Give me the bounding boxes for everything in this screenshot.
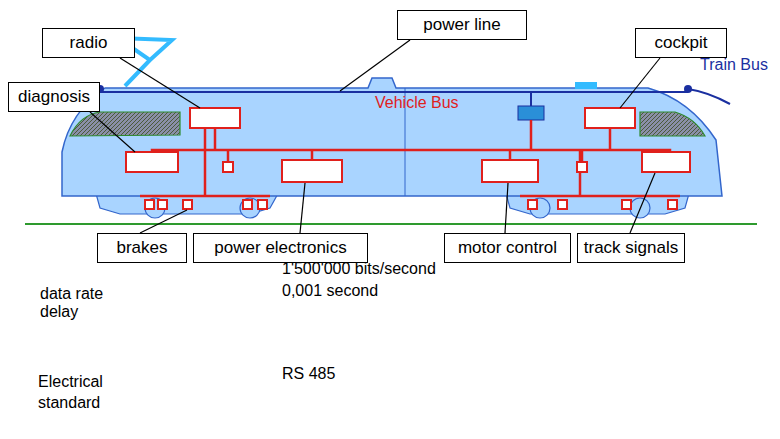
label-box: brakes (97, 233, 187, 263)
label-text: power line (423, 15, 501, 35)
annotation-label: Train Bus (700, 55, 768, 76)
label-box: cockpit (635, 28, 727, 58)
annotation-label: RS 485 (282, 364, 335, 385)
power-line-wire (100, 91, 688, 93)
label-box: power electronics (193, 233, 368, 263)
ground-line (25, 223, 757, 225)
sensor (145, 200, 677, 209)
window (70, 112, 180, 136)
device-box (126, 108, 690, 182)
label-box: motor control (444, 233, 571, 263)
annotation-label: delay (40, 302, 78, 323)
label-box: radio (42, 28, 135, 58)
label-text: power electronics (214, 238, 346, 258)
label-box: power line (397, 10, 527, 40)
label-text: radio (70, 33, 108, 53)
label-text: cockpit (655, 33, 708, 53)
annotation-label: Electrical standard (38, 372, 133, 414)
gateway-link (530, 92, 532, 106)
annotation-label: 1'500'000 bits/second (282, 259, 436, 280)
label-box: track signals (577, 233, 685, 263)
annotation-label: 0,001 second (282, 281, 378, 302)
annotation-label: Vehicle Bus (375, 93, 459, 114)
label-box: diagnosis (8, 82, 100, 112)
gateway-box (518, 106, 544, 120)
label-text: diagnosis (18, 87, 90, 107)
locomotive-body (62, 78, 722, 196)
annotation-label: data rate (40, 284, 103, 305)
window (640, 112, 705, 136)
leader-line (90, 40, 660, 233)
roof-box (575, 82, 597, 89)
label-text: brakes (116, 238, 167, 258)
vehicle-bus (140, 120, 680, 196)
train-bus-wire (688, 89, 730, 104)
label-text: motor control (458, 238, 557, 258)
label-text: track signals (584, 238, 678, 258)
